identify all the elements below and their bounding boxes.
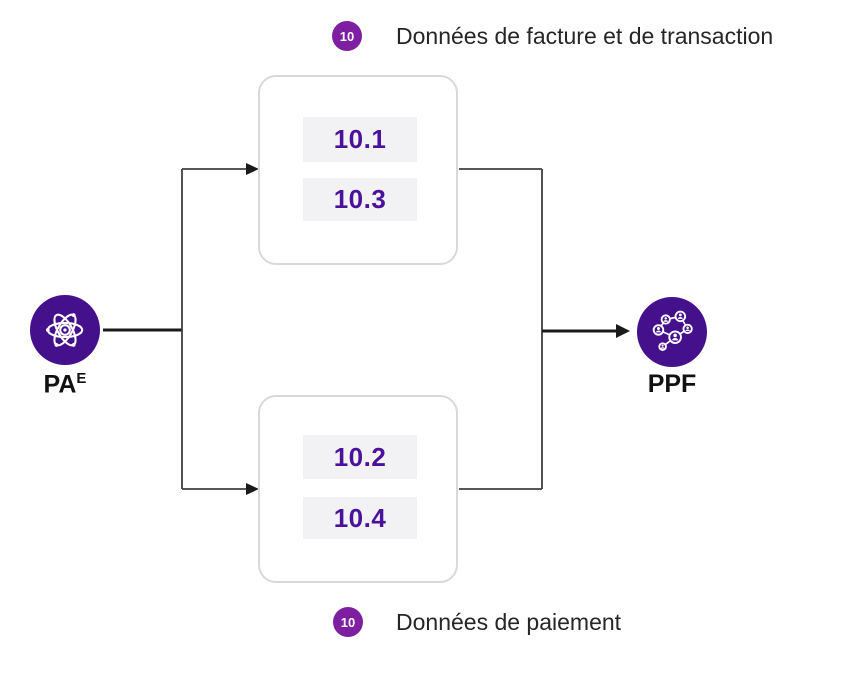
top-group-caption: Données de facture et de transaction (396, 23, 774, 49)
top-group-badge: 10 (332, 21, 362, 51)
source-node (30, 295, 100, 365)
step-pill-10-2: 10.2 (303, 435, 417, 479)
network-people-icon (647, 307, 697, 357)
bottom-group-badge: 10 (333, 607, 363, 637)
target-node-label: PPF (647, 370, 697, 398)
source-node-label: PAE (43, 370, 87, 399)
step-pill-10-4: 10.4 (303, 497, 417, 539)
step-pill-10-3: 10.3 (303, 178, 417, 221)
target-in-arrowhead (616, 324, 630, 338)
source-node-superscript: E (76, 370, 87, 387)
bottom-group-caption: Données de paiement (396, 609, 622, 635)
atom-icon (40, 305, 90, 355)
bottom-branch-arrowhead (246, 483, 259, 495)
target-node (637, 297, 707, 367)
bottom-group-box: 10.2 10.4 (258, 395, 458, 583)
step-pill-10-1: 10.1 (303, 117, 417, 162)
top-branch-arrowhead (246, 163, 259, 175)
top-group-box: 10.1 10.3 (258, 75, 458, 265)
